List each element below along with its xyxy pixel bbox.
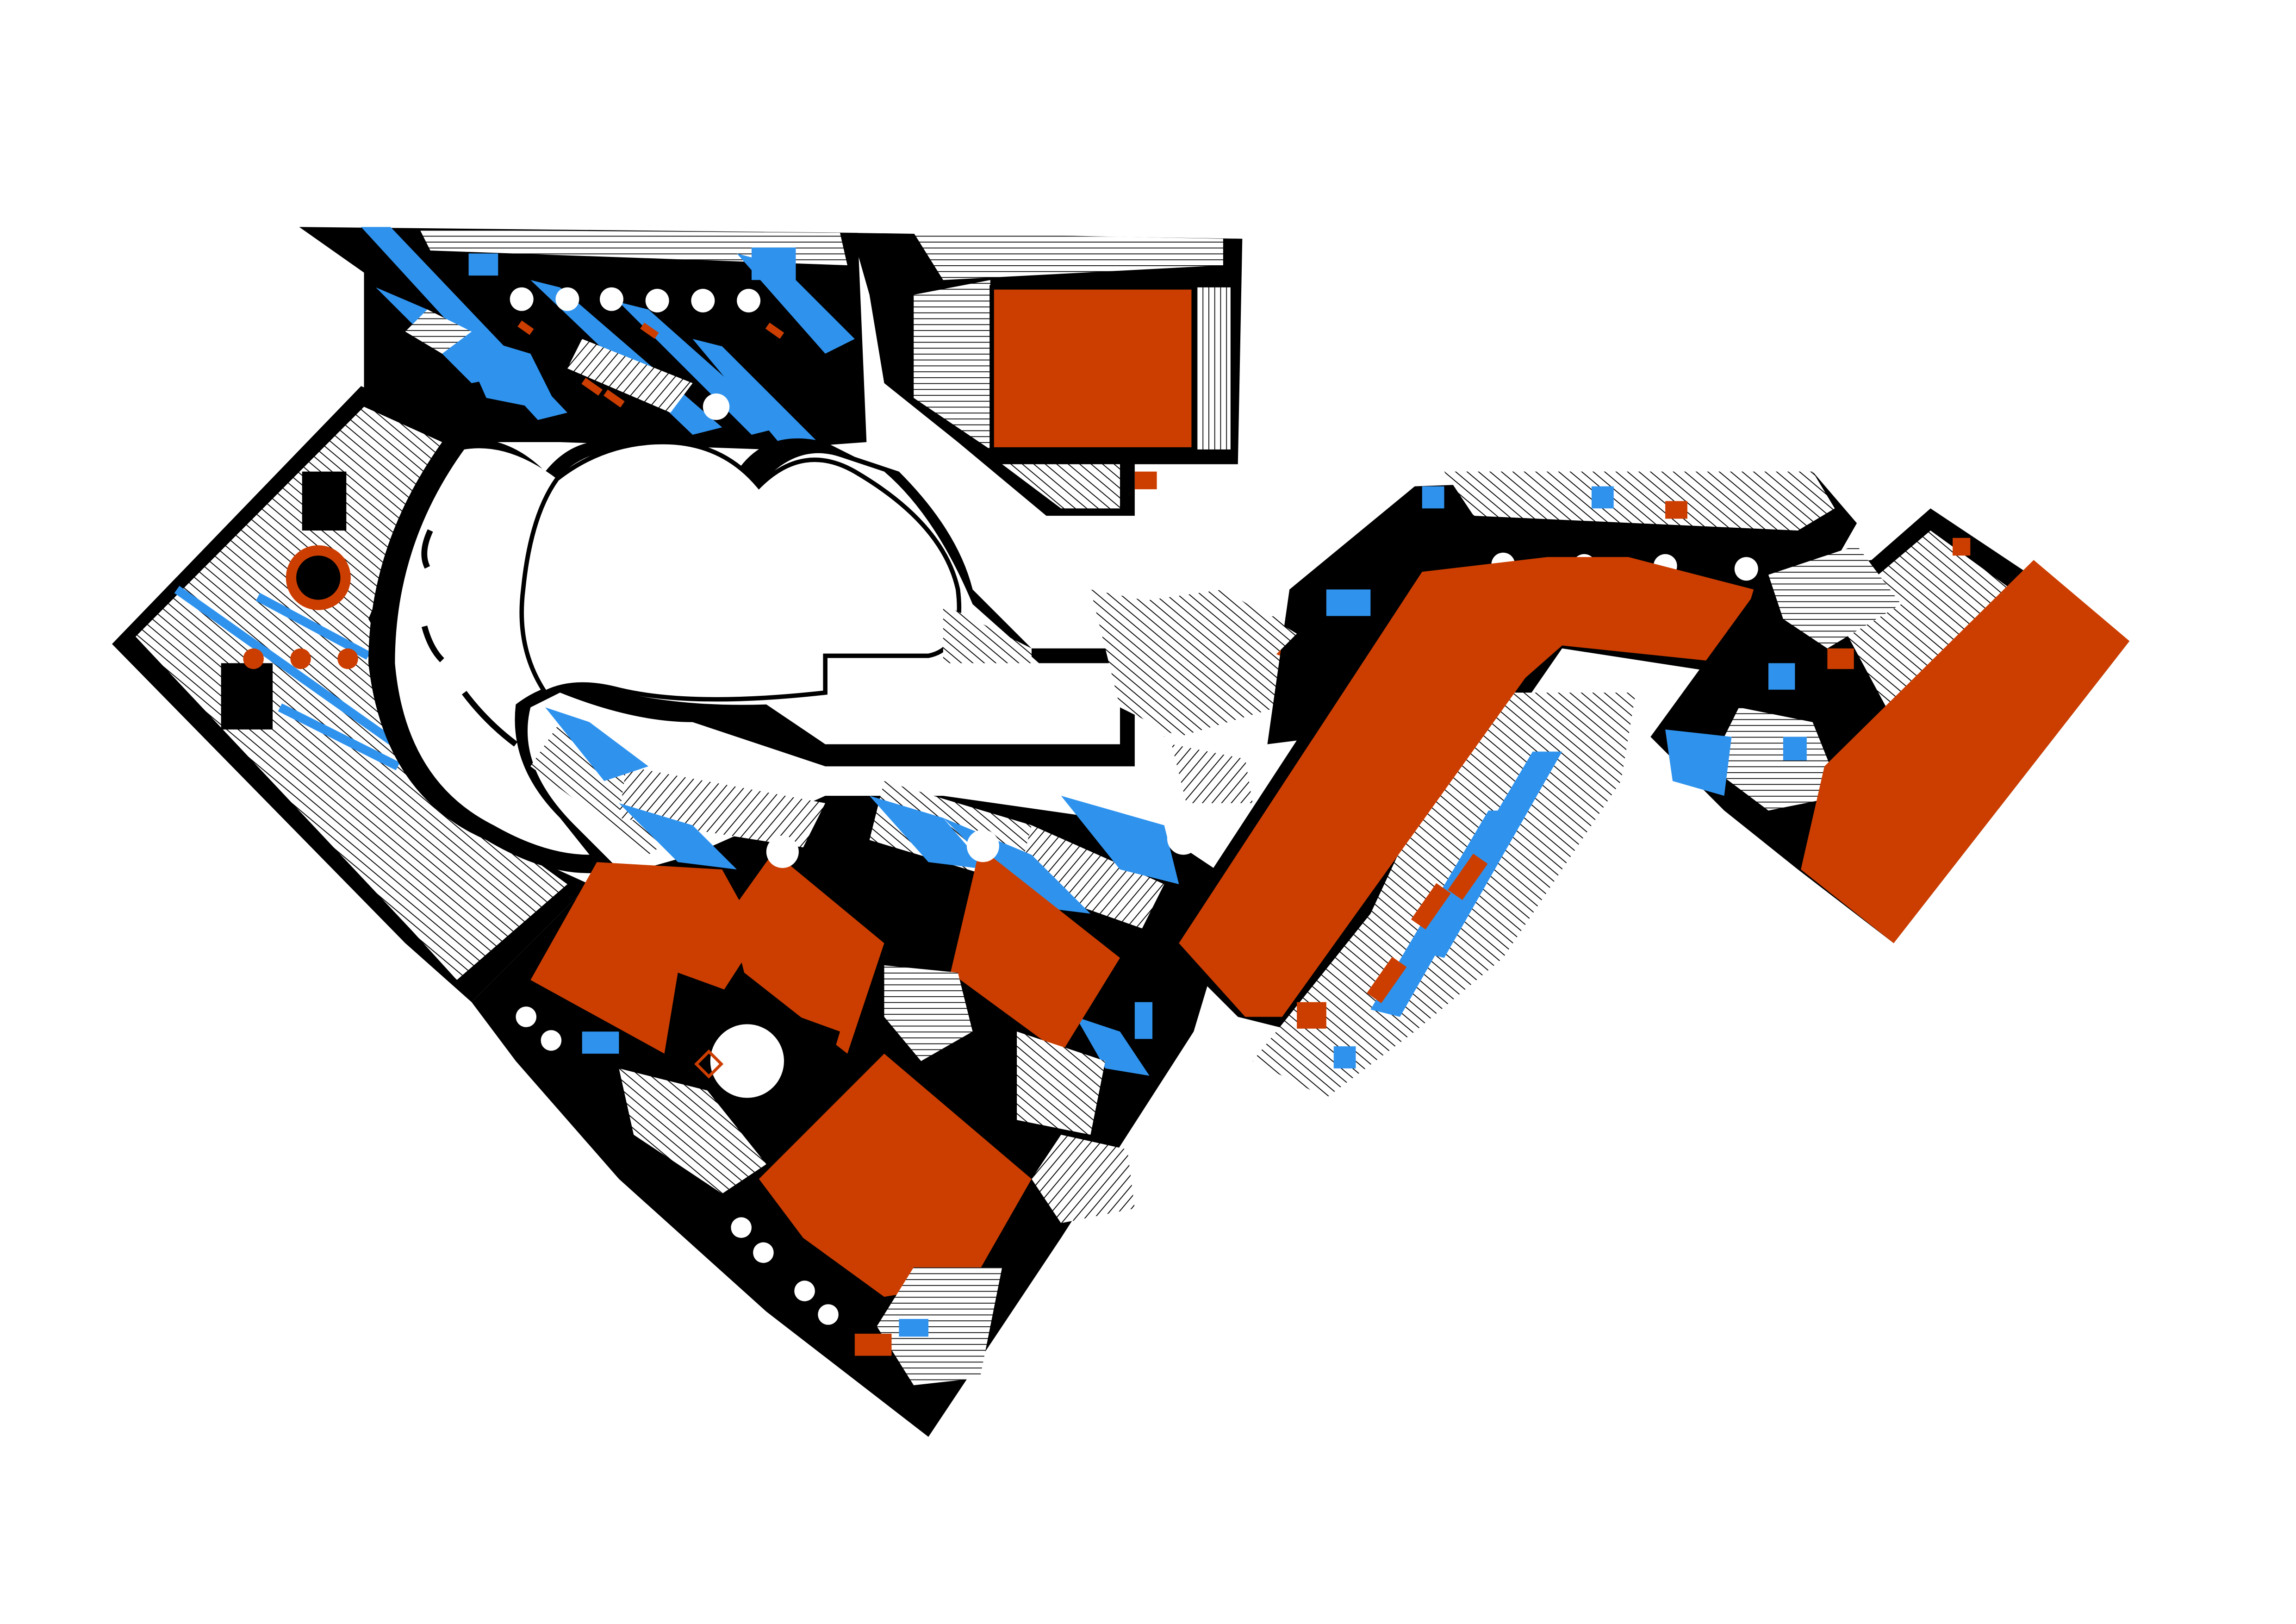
east-block (1650, 508, 2130, 943)
southwest-block (471, 707, 1238, 1437)
northeast-block (852, 232, 1243, 516)
north-wing (299, 227, 867, 450)
west-wing (112, 386, 590, 1002)
west-wing-marks (243, 545, 358, 669)
